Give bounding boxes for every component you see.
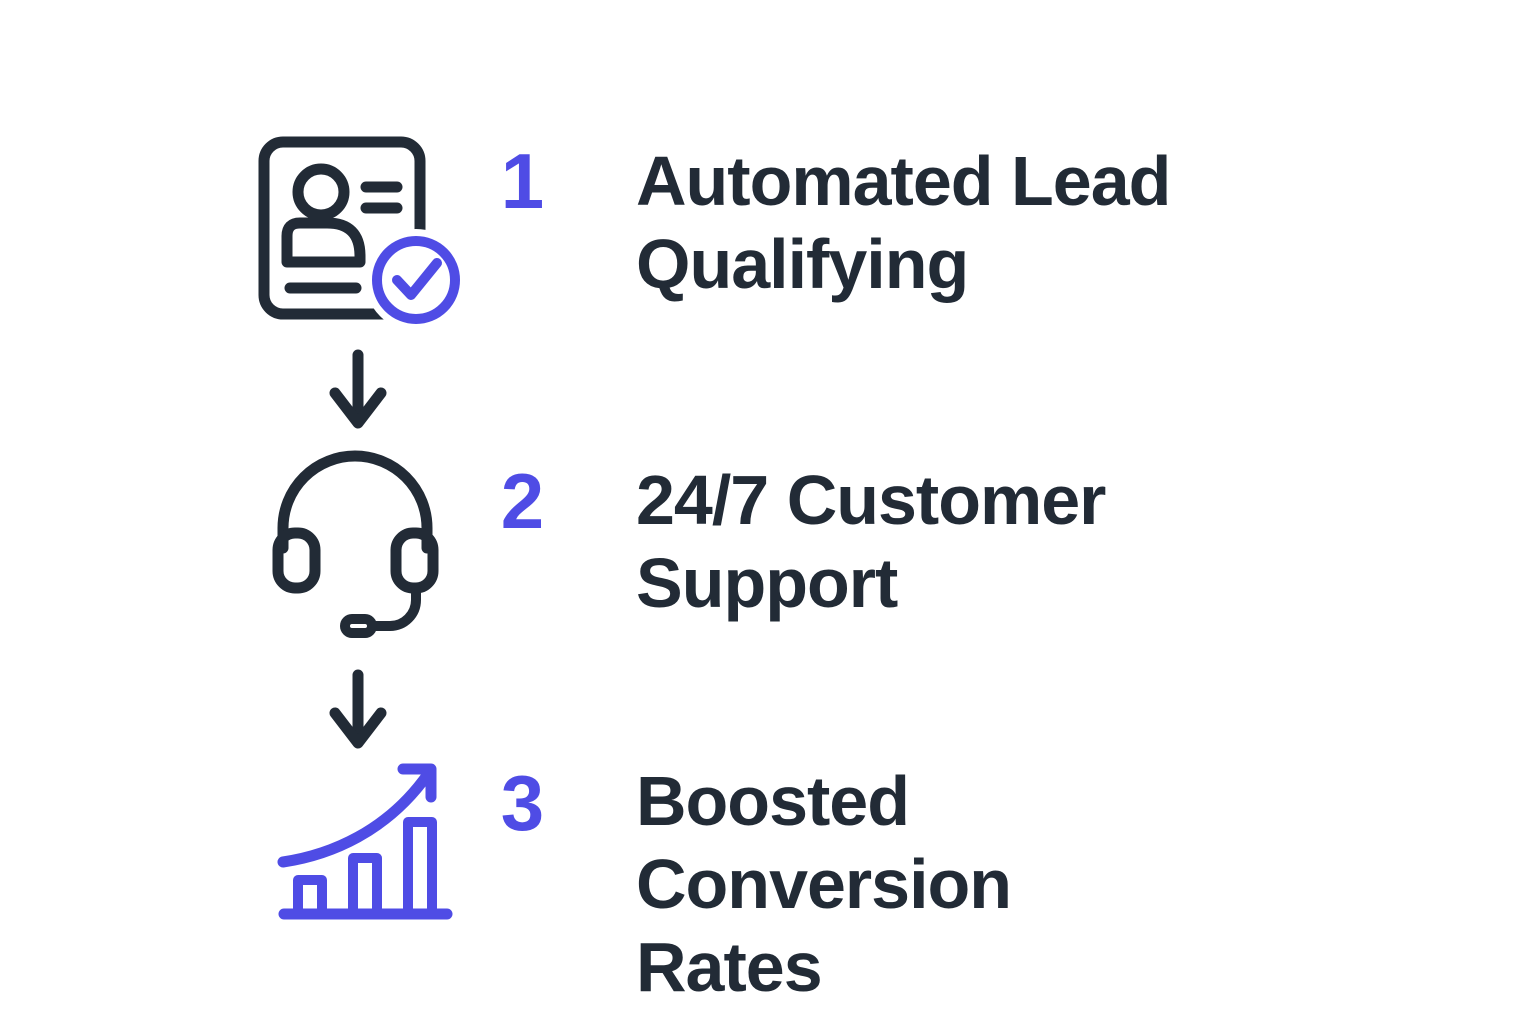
step-2-title-line-1: 24/7 Customer — [636, 461, 1106, 539]
check-mark — [392, 258, 442, 300]
step-3-title-line-2: Rates — [636, 928, 823, 1006]
step-1-title-line-2: Qualifying — [636, 225, 969, 303]
id-card-check-icon — [258, 136, 466, 330]
down-arrow-icon — [329, 669, 387, 749]
step-3-title-line-1: Boosted Conversion — [636, 762, 1012, 923]
headset-icon — [272, 450, 439, 638]
step-2-title-line-2: Support — [636, 544, 898, 622]
step-2-title: 24/7 Customer Support — [636, 459, 1296, 625]
growth-chart-icon — [277, 763, 453, 920]
step-1-title: Automated Lead Qualifying — [636, 140, 1296, 306]
step-3-title: Boosted Conversion Rates — [636, 760, 1296, 1009]
step-1-title-line-1: Automated Lead — [636, 142, 1171, 220]
down-arrow-icon — [329, 349, 387, 429]
step-3-number: 3 — [500, 759, 544, 847]
step-2-number: 2 — [500, 457, 544, 545]
step-1-number: 1 — [500, 137, 544, 225]
check-circle — [372, 236, 460, 324]
